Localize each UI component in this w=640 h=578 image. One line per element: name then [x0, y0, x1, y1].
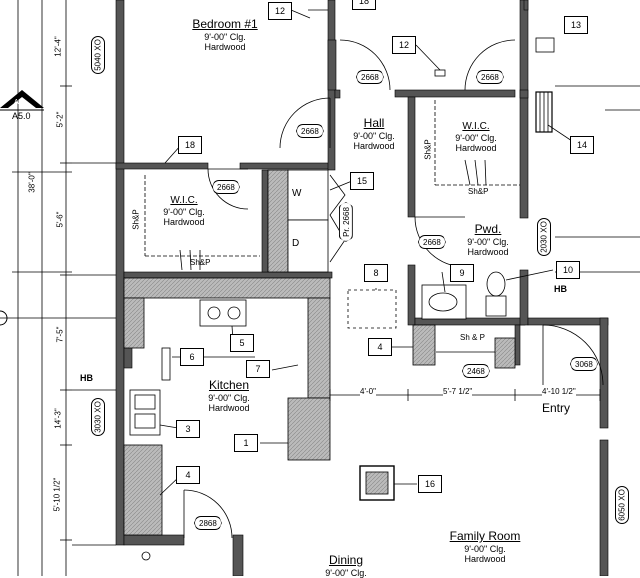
keynote-tag[interactable]: 8	[364, 264, 388, 282]
cabinets	[123, 169, 516, 536]
door-tag[interactable]: 2668	[476, 70, 504, 84]
wic-right-floor: Hardwood	[455, 142, 497, 153]
keynote-tag[interactable]: 3	[176, 420, 200, 438]
window-label: 3030 XO	[93, 401, 103, 433]
dimension-label: 7'-5"	[55, 326, 65, 343]
window-tag[interactable]: 5040 XO	[91, 36, 105, 74]
keynote-tag[interactable]: 9	[450, 264, 474, 282]
dimension-label: 5'-6"	[55, 211, 65, 228]
family-room-label: Family Room 9'-00" Clg. Hardwood	[440, 529, 530, 565]
window-label: 2030 XO	[539, 221, 549, 253]
shp-label: Sh&P	[423, 139, 433, 160]
shp-label: Sh&P	[131, 209, 141, 230]
keynote-tag[interactable]: 7	[246, 360, 270, 378]
keynote-tag[interactable]: 10	[556, 261, 580, 279]
keynote-tag[interactable]: 18	[178, 136, 202, 154]
wic-right-name: W.I.C.	[462, 121, 490, 132]
dryer-label: D	[292, 238, 300, 249]
keynote-tag[interactable]: 1	[234, 434, 258, 452]
wic-right-ceiling: 9'-00" Clg.	[455, 132, 497, 143]
door-tag[interactable]: 2468	[462, 364, 490, 378]
shp-label: Sh & P	[460, 333, 485, 342]
family-room-ceiling: 9'-00" Clg.	[464, 543, 506, 554]
washer-label: W	[292, 188, 302, 199]
keynote-tag[interactable]: 12	[268, 2, 292, 20]
keynote-tag[interactable]: 4	[368, 338, 392, 356]
wic-left-label: W.I.C. 9'-00" Clg. Hardwood	[152, 195, 216, 227]
hall-floor: Hardwood	[353, 141, 395, 152]
dimension-label: 14'-3"	[53, 408, 63, 429]
wic-left-floor: Hardwood	[163, 216, 205, 227]
entry-label: Entry	[536, 401, 576, 416]
bedroom1-label: Bedroom #1 9'-00" Clg. Hardwood	[180, 17, 270, 53]
dining-ceiling: 9'-00" Clg.	[325, 567, 367, 578]
keynote-tag[interactable]: 12	[392, 36, 416, 54]
kitchen-name: Kitchen	[208, 378, 250, 392]
walls	[115, 0, 609, 576]
bedroom1-ceiling: 9'-00" Clg.	[204, 31, 246, 42]
door-tag[interactable]: 2668	[212, 180, 240, 194]
keynote-tag[interactable]: 6	[180, 348, 204, 366]
dimension-label: 4'-0"	[360, 387, 376, 396]
left-dimension-lines	[0, 0, 118, 576]
wic-right-label: W.I.C. 9'-00" Clg. Hardwood	[444, 121, 508, 153]
shp-label: Sh&P	[468, 187, 489, 196]
window-label: 6050 XO	[617, 489, 627, 521]
window-tag[interactable]: 6050 XO	[615, 486, 629, 524]
section-mark-label: A-A	[14, 99, 26, 106]
hall-ceiling: 9'-00" Clg.	[353, 130, 395, 141]
family-room-name: Family Room	[449, 529, 521, 543]
dimension-label: 4'-10 1/2"	[542, 387, 576, 396]
door-swings	[183, 39, 604, 539]
dimension-label-overall: 38'-0"	[27, 172, 37, 193]
window-label: 5040 XO	[93, 39, 103, 71]
dimension-label: 5'-7 1/2"	[443, 387, 473, 396]
bedroom1-name: Bedroom #1	[192, 17, 258, 31]
entry-name: Entry	[541, 401, 570, 415]
pwd-ceiling: 9'-00" Clg.	[467, 236, 509, 247]
door-tag[interactable]: 3068	[570, 357, 598, 371]
dimension-label: 12'-4"	[53, 36, 63, 57]
hose-bib-label: HB	[80, 373, 93, 383]
wic-left-name: W.I.C.	[170, 195, 198, 206]
window-tag[interactable]: 2030 XO	[537, 218, 551, 256]
keynote-tag[interactable]: 16	[418, 475, 442, 493]
bedroom1-floor: Hardwood	[204, 42, 246, 53]
kitchen-ceiling: 9'-00" Clg.	[208, 392, 250, 403]
pwd-name: Pwd.	[474, 222, 502, 236]
door-tag[interactable]: 2668	[296, 124, 324, 138]
hose-bib-label: HB	[554, 284, 567, 294]
pwd-floor: Hardwood	[467, 247, 509, 258]
keynote-tag[interactable]: 14	[570, 136, 594, 154]
door-tag[interactable]: 2668	[356, 70, 384, 84]
dining-label: Dining 9'-00" Clg.	[316, 553, 376, 578]
kitchen-floor: Hardwood	[208, 403, 250, 414]
kitchen-label: Kitchen 9'-00" Clg. Hardwood	[196, 378, 262, 414]
fixtures	[129, 37, 555, 561]
keynote-tag[interactable]: 4	[176, 466, 200, 484]
wic-left-ceiling: 9'-00" Clg.	[163, 206, 205, 217]
dining-name: Dining	[328, 553, 364, 567]
dimension-label: 5'-2"	[55, 111, 65, 128]
section-sheet-label: A5.0	[12, 111, 31, 121]
family-room-floor: Hardwood	[464, 554, 506, 565]
dimension-label: 5'-10 1/2"	[52, 477, 62, 512]
keynote-tag[interactable]: 13	[564, 16, 588, 34]
section-marker	[0, 90, 44, 111]
door-tag-vertical[interactable]: Pr. 2668	[339, 202, 353, 242]
keynote-tag[interactable]: 15	[350, 172, 374, 190]
hall-label: Hall 9'-00" Clg. Hardwood	[342, 116, 406, 152]
door-tag[interactable]: 2668	[418, 235, 446, 249]
keynote-tag[interactable]: 5	[230, 334, 254, 352]
hall-name: Hall	[363, 116, 385, 130]
shelves	[144, 100, 520, 353]
shp-label: Sh&P	[190, 258, 211, 267]
keynote-tag[interactable]: 18	[352, 0, 376, 10]
door-tag[interactable]: 2868	[194, 516, 222, 530]
window-tag[interactable]: 3030 XO	[91, 398, 105, 436]
pwd-label: Pwd. 9'-00" Clg. Hardwood	[456, 222, 520, 258]
